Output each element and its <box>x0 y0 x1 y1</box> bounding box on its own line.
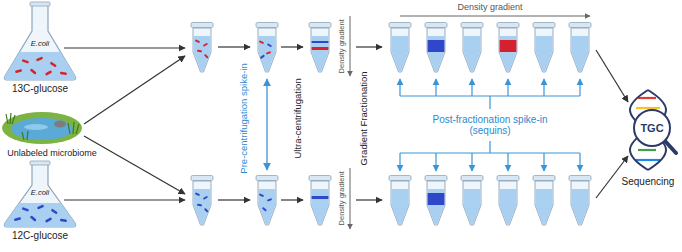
node-caption: Unlabeled microbiome <box>7 148 97 158</box>
spike-in-label: Post-fractionation spike-in (sequins) <box>420 114 560 137</box>
culture-flask: E.coli 12C-glucose <box>0 160 84 244</box>
axis-label: Density gradient <box>338 19 347 73</box>
node-caption: 12C-glucose <box>12 230 68 242</box>
node-text: E.coli <box>31 40 49 49</box>
flask-12c <box>4 161 75 227</box>
culture-flask: E.coli 13C-glucose <box>0 0 84 98</box>
flask-13c <box>4 2 75 80</box>
axis-label: Density gradient <box>454 2 525 12</box>
node-caption: Sequencing <box>622 176 675 188</box>
pond-picture <box>2 112 82 144</box>
dna-magnifier <box>630 90 676 170</box>
step-label: Gradient Fractionation <box>359 71 370 165</box>
step-label: Pre-centrifugation spike-in <box>239 63 250 173</box>
axis-label: Density gradient <box>338 171 347 225</box>
sequin-arrows <box>400 79 580 171</box>
node-text: E.coli <box>31 189 49 198</box>
fraction-tubes <box>389 23 591 226</box>
node-text: TGC <box>640 122 663 135</box>
sequencing-icon: TGC Sequencing <box>616 88 680 192</box>
spike-in-arrow <box>266 79 267 170</box>
tube-column <box>191 23 331 226</box>
gradient-arrow <box>350 16 590 229</box>
step-label: Ultra-centrifugation <box>293 78 304 158</box>
microbiome-pond: Unlabeled microbiome <box>0 108 108 162</box>
node-caption: 13C-glucose <box>12 83 68 95</box>
